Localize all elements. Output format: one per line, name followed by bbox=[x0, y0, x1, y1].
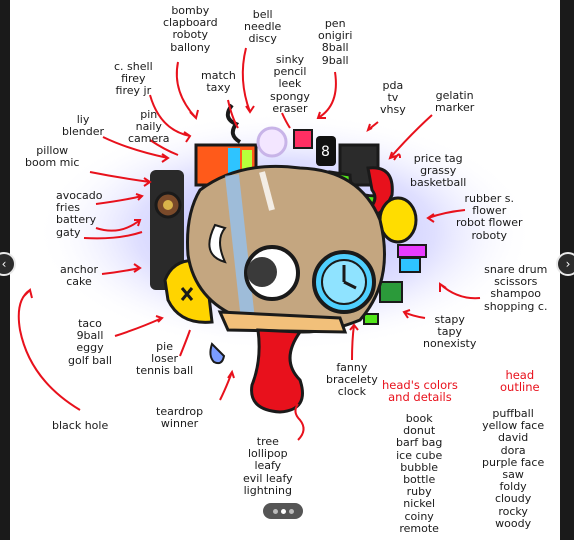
chevron-right-icon: › bbox=[565, 257, 571, 271]
annotation-arrows bbox=[17, 47, 481, 441]
blue-teardrop bbox=[209, 342, 226, 365]
prev-image-button[interactable]: ‹ bbox=[0, 252, 16, 276]
page-dot bbox=[289, 509, 294, 514]
label-black-hole: black hole bbox=[52, 419, 109, 432]
page-dot-active bbox=[281, 509, 286, 514]
page-dot bbox=[273, 509, 278, 514]
next-image-button[interactable]: › bbox=[556, 252, 574, 276]
red-drip bbox=[250, 328, 304, 414]
chevron-left-icon: ‹ bbox=[1, 257, 7, 271]
svg-text:8: 8 bbox=[321, 144, 330, 160]
page-indicator[interactable] bbox=[263, 503, 303, 519]
